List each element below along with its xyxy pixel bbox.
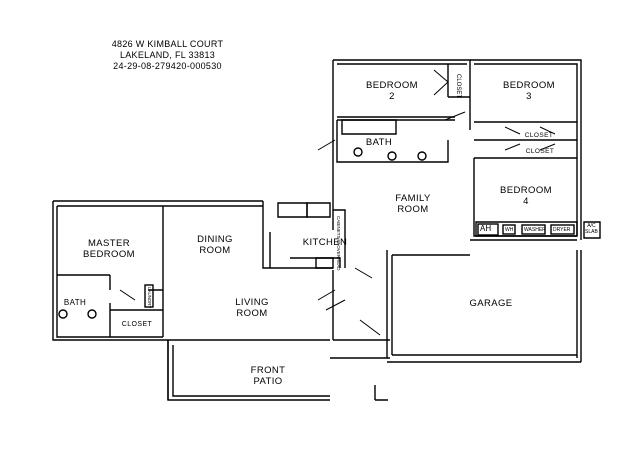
address-line-1: 4826 W KIMBALL COURT xyxy=(111,39,224,49)
bed3-bottom xyxy=(474,121,577,159)
wh-label: WH xyxy=(505,227,514,233)
ah-box xyxy=(477,223,499,236)
dryer-box xyxy=(550,224,575,235)
garage-top xyxy=(392,239,577,256)
bath-tub xyxy=(341,119,397,135)
laundry-label: LAUNDRY xyxy=(147,287,152,309)
sink-hall-2 xyxy=(417,151,427,161)
sink-hall-1 xyxy=(387,151,397,161)
garage-right xyxy=(576,250,582,362)
room-garage: GARAGE xyxy=(469,298,513,309)
kitchen-counter-right xyxy=(306,202,331,218)
room-bath-hall: BATH xyxy=(365,137,393,148)
cabinets-label: CABINETS W OVERHEAD xyxy=(336,216,341,271)
room-bedroom-3: BEDROOM 3 xyxy=(503,80,555,102)
kitchen-counter xyxy=(277,202,308,218)
washer-label: WASHER xyxy=(524,227,546,233)
address-line-2: LAKELAND, FL 33813 xyxy=(119,50,216,60)
bath-wall xyxy=(336,120,449,163)
garage-left xyxy=(386,250,393,358)
bed2-closet xyxy=(447,64,470,98)
closet-bed3-a-label: CLOSET xyxy=(524,132,554,139)
toilet-master xyxy=(58,309,68,319)
utility-strip xyxy=(475,221,578,237)
room-living: LIVING ROOM xyxy=(235,297,269,319)
room-family: FAMILY ROOM xyxy=(395,193,431,215)
kitchen-wall xyxy=(262,201,333,269)
cabinet-wall xyxy=(333,209,346,268)
outer-wall-left-block xyxy=(52,200,330,401)
closet-bed3-b-label: CLOSET xyxy=(525,148,555,155)
stove xyxy=(315,257,334,269)
garage-door xyxy=(387,354,581,363)
wh-box xyxy=(502,224,516,235)
master-closet-wall xyxy=(110,289,163,311)
room-bedroom-4: BEDROOM 4 xyxy=(500,185,552,207)
washer-box xyxy=(521,224,546,235)
parcel-id: 24-29-08-279420-000530 xyxy=(113,61,222,71)
room-master-bedroom: MASTER BEDROOM xyxy=(83,238,135,260)
ac-slab xyxy=(583,221,601,239)
front-patio-walls xyxy=(167,340,390,401)
closet-bed2-label: CLOSET xyxy=(455,74,461,99)
inner-wall-left-block xyxy=(56,205,263,338)
right-wing-inner xyxy=(474,63,578,236)
room-bath-master: BATH xyxy=(63,298,87,307)
dryer-label: DRYER xyxy=(553,227,571,233)
kitchen-lower-counter xyxy=(290,257,341,268)
door-swings xyxy=(119,69,556,336)
room-front-patio: FRONT PATIO xyxy=(250,365,286,387)
ah-label: AH xyxy=(480,224,492,233)
ac-slab-label: A/C SLAB xyxy=(585,223,598,235)
sink-master xyxy=(87,309,97,319)
family-room-wall xyxy=(332,200,390,341)
toilet-hall xyxy=(353,147,363,157)
room-dining: DINING ROOM xyxy=(197,234,233,256)
room-kitchen: KITCHEN xyxy=(302,237,348,248)
room-bedroom-2: BEDROOM 2 xyxy=(366,80,418,102)
right-wing-outer xyxy=(470,59,582,240)
master-bath-wall xyxy=(57,274,111,337)
closet-master-label: CLOSET xyxy=(121,321,153,328)
laundry-box xyxy=(144,284,154,308)
